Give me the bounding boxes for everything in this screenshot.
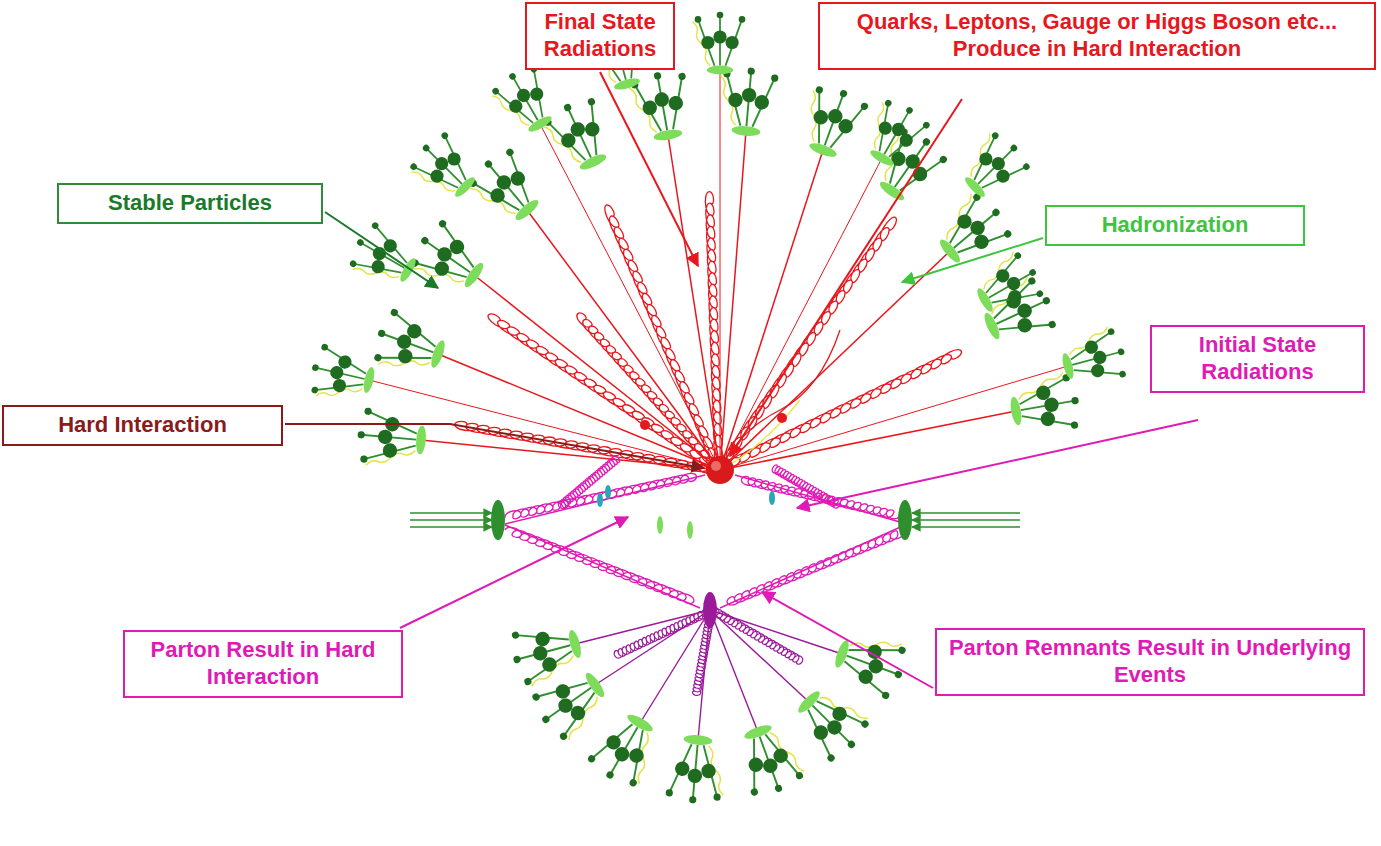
callout-box: Hadronization xyxy=(1045,205,1305,246)
callout-text: Parton Remnants Result in Underlying Eve… xyxy=(947,635,1353,689)
callout-text: Initial State Radiations xyxy=(1162,332,1353,386)
callout-box: Initial State Radiations xyxy=(1150,325,1365,393)
callout-text: Parton Result in Hard Interaction xyxy=(135,637,391,691)
callout-box: Stable Particles xyxy=(57,183,323,224)
callout-box: Quarks, Leptons, Gauge or Higgs Boson et… xyxy=(818,2,1376,70)
callout-box: Hard Interaction xyxy=(2,405,283,446)
callout-text: Hadronization xyxy=(1057,212,1293,239)
callout-text: Hard Interaction xyxy=(14,412,271,439)
callout-text: Stable Particles xyxy=(69,190,311,217)
callout-box: Parton Result in Hard Interaction xyxy=(123,630,403,698)
callout-text: Final State Radiations xyxy=(537,9,663,63)
callout-text: Quarks, Leptons, Gauge or Higgs Boson et… xyxy=(830,9,1364,63)
callout-box: Parton Remnants Result in Underlying Eve… xyxy=(935,628,1365,696)
callout-box: Final State Radiations xyxy=(525,2,675,70)
